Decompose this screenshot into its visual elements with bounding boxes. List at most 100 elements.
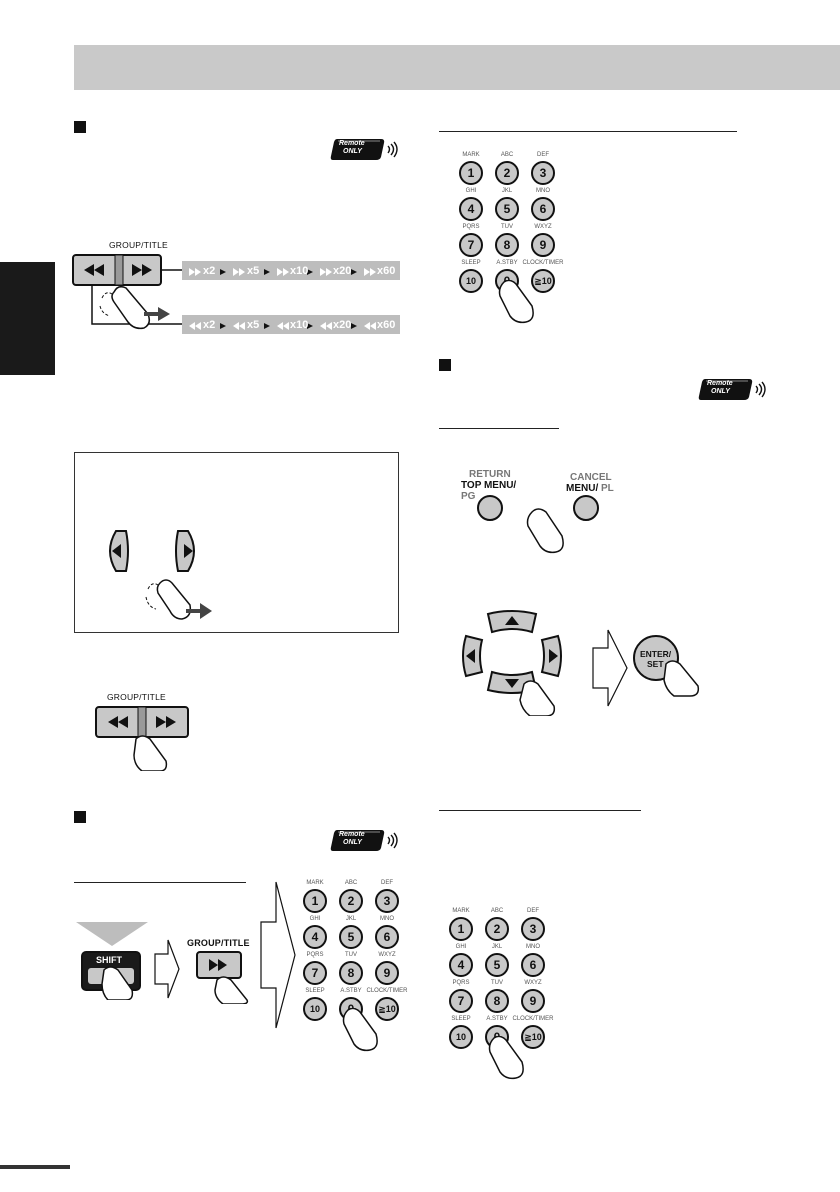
keypad-key-sublabel: CLOCK/TIMER	[366, 988, 408, 994]
keypad-key-number: 2	[493, 922, 501, 936]
menu-label: MENU/	[566, 483, 599, 494]
cursor-pad[interactable]	[458, 606, 578, 717]
keypad-key-number: 2	[347, 894, 355, 908]
keypad-key[interactable]: GHI 4	[456, 188, 492, 224]
keypad-key-number: 5	[503, 202, 511, 216]
keypad-key-button: 6	[531, 197, 555, 221]
shift-button-label: SHIFT	[96, 955, 122, 965]
remote-only-badge: Remote ONLY	[329, 136, 399, 162]
keypad-key[interactable]: TUV 8	[336, 952, 372, 988]
heading-rule-right-top	[439, 131, 737, 132]
reverse-speed: x2	[203, 319, 216, 331]
keypad-key-sublabel: A.STBY	[486, 1016, 508, 1022]
keypad-key-sublabel: ABC	[344, 880, 358, 886]
enter-set-button[interactable]: ENTER/ SET	[632, 628, 708, 698]
remote-badge-line1: Remote	[339, 140, 365, 147]
keypad-key[interactable]: MNO 6	[528, 188, 564, 224]
keypad-key-button: 3	[375, 889, 399, 913]
remote-only-badge: Remote ONLY	[329, 827, 399, 853]
keypad-key-sublabel: PQRS	[452, 980, 470, 986]
top-menu-button[interactable]	[476, 494, 504, 522]
keypad-key-number: 8	[503, 238, 511, 252]
keypad-key-sublabel: GHI	[465, 188, 477, 194]
keypad-key-sublabel: TUV	[345, 952, 357, 958]
reverse-speed: x20	[333, 319, 352, 331]
keypad-key-button: 2	[485, 917, 509, 941]
keypad-key-button: 3	[531, 161, 555, 185]
keypad-key-sublabel: CLOCK/TIMER	[522, 260, 564, 266]
keypad-key-number: ≧10	[378, 1003, 396, 1014]
keypad-key-button: 5	[485, 953, 509, 977]
menu-button[interactable]	[572, 494, 600, 522]
keypad-key-sublabel: TUV	[501, 224, 513, 230]
keypad-key-button: 10	[459, 269, 483, 293]
top-menu-label: TOP MENU/	[461, 480, 517, 491]
section-marker-menu	[439, 359, 451, 371]
finger-press-icon	[526, 508, 564, 554]
keypad-key-number: 2	[503, 166, 511, 180]
keypad-key-number: 9	[383, 966, 391, 980]
keypad-key[interactable]: CLOCK/TIMER ≧10	[366, 988, 408, 1024]
keypad-key-number: 9	[529, 994, 537, 1008]
keypad-key-number: 8	[347, 966, 355, 980]
keypad-key-button: 8	[485, 989, 509, 1013]
keypad-key-sublabel: CLOCK/TIMER	[512, 1016, 554, 1022]
keypad-key-button: 4	[459, 197, 483, 221]
keypad-key-sublabel: DEF	[537, 152, 549, 158]
keypad-key[interactable]: DEF 3	[528, 152, 564, 188]
section-marker-search	[74, 121, 86, 133]
keypad-key[interactable]: CLOCK/TIMER≧10	[522, 260, 564, 296]
keypad-key[interactable]: CLOCK/TIMER≧10	[512, 1016, 554, 1052]
cancel-label: CANCEL	[570, 472, 612, 483]
keypad-key-number: 1	[467, 166, 475, 180]
keypad-key-sublabel: SLEEP	[451, 1016, 471, 1022]
keypad-key-sublabel: MNO	[536, 188, 550, 194]
group-title-label: GROUP/TITLE	[107, 692, 166, 702]
remote-only-badge: Remote ONLY	[697, 376, 767, 402]
pl-label: PL	[601, 483, 614, 494]
enter-label-line2: SET	[647, 659, 664, 669]
keypad-key-number: 4	[457, 958, 465, 972]
group-title-forward-button[interactable]	[195, 950, 255, 1005]
section-marker-group-select	[74, 811, 86, 823]
keypad-key-number: 7	[311, 966, 319, 980]
keypad-key-sublabel: PQRS	[462, 224, 480, 230]
keypad-key-number: 9	[539, 238, 547, 252]
keypad-key-sublabel: A.STBY	[496, 260, 518, 266]
keypad-key[interactable]: ABC 2	[336, 880, 372, 916]
group-title-button-diagram[interactable]	[94, 705, 194, 772]
keypad-key-number: 6	[529, 958, 537, 972]
finger-press-icon	[498, 280, 534, 324]
keypad-key-number: 5	[347, 930, 355, 944]
keypad-key-number: 3	[539, 166, 547, 180]
step-arrow-icon	[154, 939, 180, 999]
reverse-speed-sequence: x2 x5 x10 x20 x60	[186, 318, 400, 334]
keypad-key[interactable]: TUV 8	[492, 224, 528, 260]
